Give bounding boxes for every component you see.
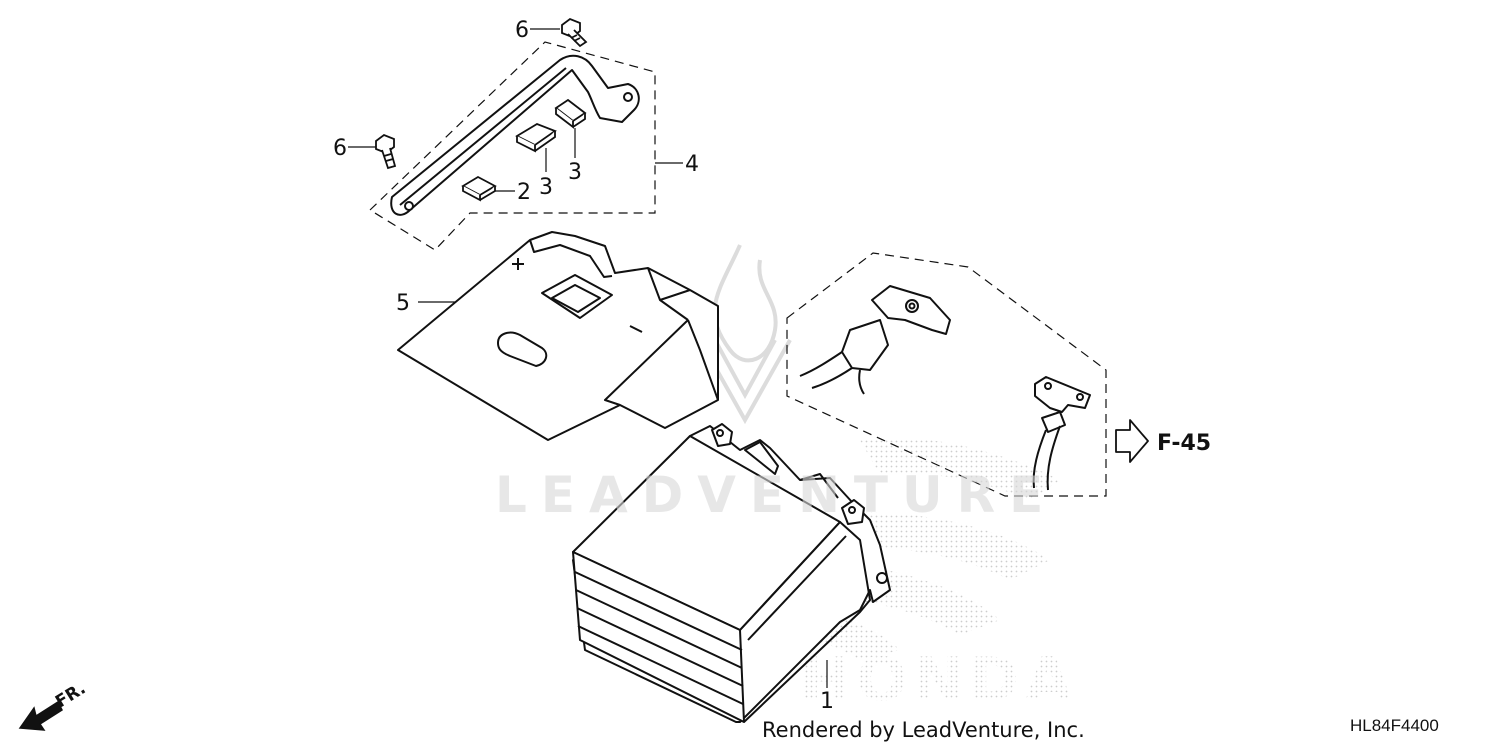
- callout-6-left[interactable]: 6: [333, 136, 347, 161]
- callout-3-left[interactable]: 3: [539, 175, 553, 200]
- callout-6-top[interactable]: 6: [515, 18, 529, 43]
- battery-cover: [397, 231, 719, 441]
- callout-1[interactable]: 1: [820, 689, 834, 714]
- battery-bracket: [390, 54, 640, 216]
- callout-5[interactable]: 5: [396, 291, 410, 316]
- front-direction-icon: [18, 700, 63, 731]
- render-credit: Rendered by LeadVenture, Inc.: [762, 718, 1085, 742]
- reference-label[interactable]: F-45: [1157, 431, 1211, 456]
- diagram-code: HL84F4400: [1350, 716, 1439, 735]
- battery: [572, 423, 891, 723]
- watermark-brand: HONDA: [800, 645, 1078, 715]
- callout-lines-6: [348, 28, 560, 148]
- reference-arrow-icon: [1115, 419, 1149, 463]
- bracket-assembly-outline: [369, 41, 656, 251]
- cable-group-outline: [786, 252, 1107, 497]
- callout-leaders-2-3: [495, 128, 576, 192]
- cushion-a: [515, 123, 557, 153]
- bolt-top: [561, 17, 588, 48]
- cushion-small: [461, 175, 497, 202]
- battery-cable-positive: [799, 285, 951, 395]
- cushion-b: [554, 98, 587, 129]
- watermark-text: LEADVENTURE: [495, 466, 1057, 524]
- bolt-left: [375, 133, 397, 170]
- callout-2[interactable]: 2: [517, 180, 531, 205]
- callout-3-right[interactable]: 3: [568, 160, 582, 185]
- callout-4[interactable]: 4: [685, 152, 699, 177]
- battery-cable-negative: [1032, 376, 1091, 491]
